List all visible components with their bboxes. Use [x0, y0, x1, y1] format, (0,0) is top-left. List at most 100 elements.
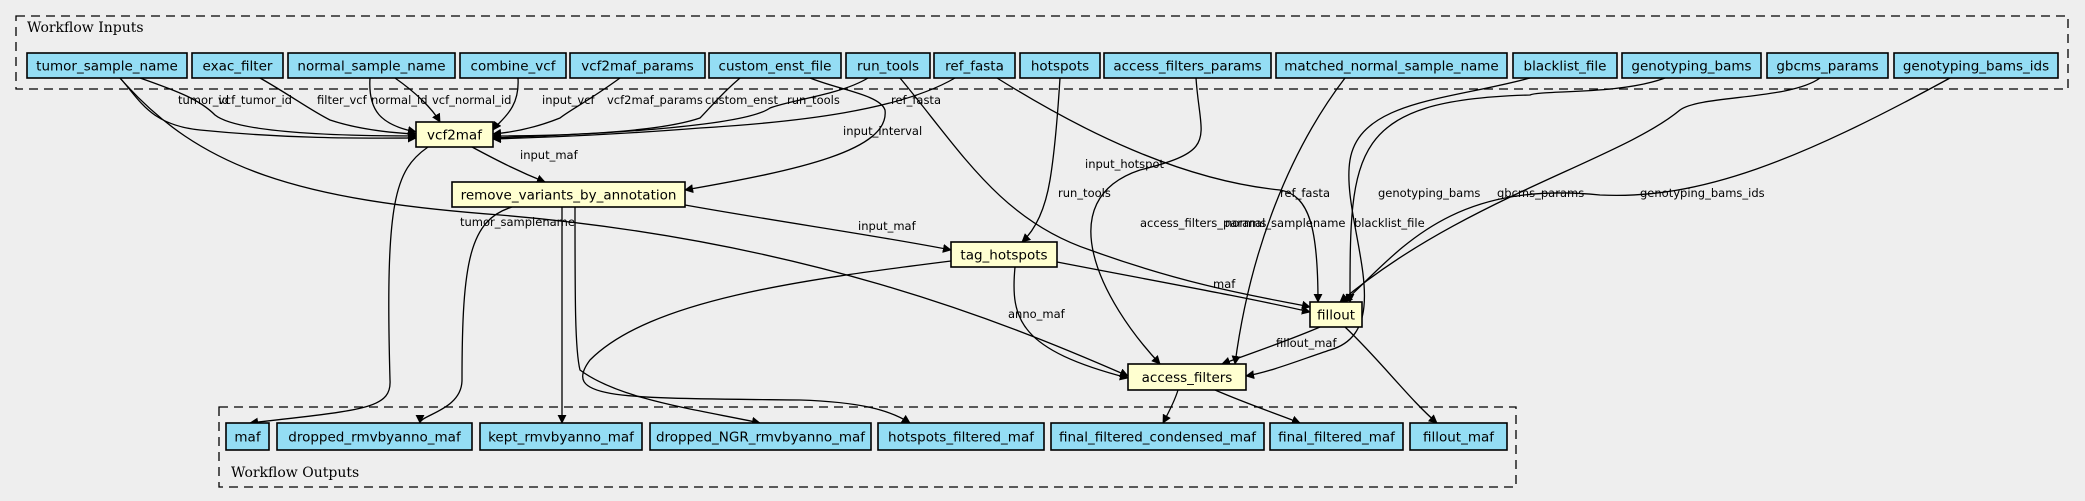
step-node-access-filters[interactable]: access_filters [1127, 363, 1247, 391]
edge-path [684, 77, 886, 194]
input-node-blacklist-file[interactable]: blacklist_file [1512, 52, 1618, 79]
input-node-custom-enst-file[interactable]: custom_enst_file [708, 52, 842, 79]
step-node-box[interactable] [451, 181, 686, 208]
edge-remove_variants_by_annotation-to-tag_hotspots: input_maf [684, 204, 952, 253]
edge-genotyping_bams-to-fillout: genotyping_bams [1345, 77, 1666, 303]
output-node-maf[interactable]: maf [225, 422, 270, 451]
edge-label: normal_samplename [1225, 216, 1345, 230]
edge-path [996, 77, 1323, 303]
output-node-box[interactable] [877, 422, 1045, 451]
output-node-box[interactable] [276, 422, 473, 451]
input-node-box[interactable] [1019, 52, 1101, 79]
step-node-box[interactable] [1309, 301, 1363, 328]
input-node-box[interactable] [287, 52, 456, 79]
edge-path [1090, 77, 1202, 365]
input-node-label: combine_vcf [471, 59, 557, 75]
edge-access_filters_params-to-access_filters: access_filters_params [1090, 77, 1266, 365]
input-node-genotyping-bams-ids[interactable]: genotyping_bams_ids [1893, 52, 2059, 79]
output-node-box[interactable] [1269, 422, 1404, 451]
input-node-ref-fasta[interactable]: ref_fasta [933, 52, 1016, 79]
step-node-vcf2maf[interactable]: vcf2maf [415, 121, 494, 148]
input-node-normal-sample-name[interactable]: normal_sample_name [287, 52, 456, 79]
input-node-hotspots[interactable]: hotspots [1019, 52, 1101, 79]
edge-genotyping_bams_ids-to-fillout: genotyping_bams_ids [1343, 77, 1951, 303]
input-node-gbcms-params[interactable]: gbcms_params [1766, 52, 1889, 79]
step-node-remove-variants-by-annotation[interactable]: remove_variants_by_annotation [451, 181, 686, 208]
edge-label: tumor_id [178, 93, 229, 107]
input-node-label: access_filters_params [1113, 59, 1261, 75]
edge-path [119, 77, 417, 143]
edge-path [1344, 326, 1438, 424]
step-node-box[interactable] [415, 121, 494, 148]
edge-remove_variants_by_annotation-to-dropped_NGR_rmvbyanno_maf [574, 206, 761, 426]
edge-label: vcf2maf_params [607, 93, 703, 107]
edge-path [471, 146, 546, 184]
input-node-box[interactable] [1103, 52, 1272, 79]
input-node-genotyping-bams[interactable]: genotyping_bams [1621, 52, 1762, 79]
input-node-box[interactable] [1766, 52, 1889, 79]
input-node-label: blacklist_file [1524, 59, 1607, 75]
input-node-box[interactable] [459, 52, 567, 79]
output-node-box[interactable] [479, 422, 643, 451]
edge-label: ref_fasta [1280, 186, 1330, 200]
step-node-box[interactable] [1127, 363, 1247, 391]
output-node-hotspots-filtered-maf[interactable]: hotspots_filtered_maf [877, 422, 1045, 451]
input-node-run-tools[interactable]: run_tools [845, 52, 931, 79]
input-node-box[interactable] [933, 52, 1016, 79]
output-node-dropped-rmvbyanno-maf[interactable]: dropped_rmvbyanno_maf [276, 422, 473, 451]
input-node-exac-filter[interactable]: exac_filter [191, 52, 284, 79]
output-node-final-filtered-maf[interactable]: final_filtered_maf [1269, 422, 1404, 451]
input-node-box[interactable] [1512, 52, 1618, 79]
input-node-box[interactable] [1893, 52, 2059, 79]
edge-label: custom_enst [705, 93, 778, 107]
output-node-box[interactable] [225, 422, 270, 451]
edge-path [1162, 389, 1179, 424]
step-node-label: remove_variants_by_annotation [461, 188, 677, 204]
edge-label: input_maf [520, 148, 579, 162]
input-node-box[interactable] [1621, 52, 1762, 79]
input-node-matched-normal-sample-name[interactable]: matched_normal_sample_name [1275, 52, 1508, 79]
output-node-box[interactable] [1409, 422, 1508, 451]
input-node-label: custom_enst_file [719, 59, 832, 75]
input-node-box[interactable] [26, 52, 188, 79]
step-node-box[interactable] [950, 241, 1058, 268]
output-node-kept-rmvbyanno-maf[interactable]: kept_rmvbyanno_maf [479, 422, 643, 451]
input-node-tumor-sample-name[interactable]: tumor_sample_name [26, 52, 188, 79]
step-node-tag-hotspots[interactable]: tag_hotspots [950, 241, 1058, 268]
edge-path [1343, 77, 1951, 303]
edge-normal_sample_name-to-vcf2maf: normal_id [369, 77, 428, 135]
input-node-label: matched_normal_sample_name [1284, 59, 1499, 75]
edge-run_tools-to-vcf2maf: run_tools [492, 77, 869, 143]
input-node-access-filters-params[interactable]: access_filters_params [1103, 52, 1272, 79]
output-node-dropped-NGR-rmvbyanno-maf[interactable]: dropped_NGR_rmvbyanno_maf [649, 422, 872, 451]
step-node-label: tag_hotspots [960, 248, 1047, 264]
edge-path [369, 77, 417, 135]
edge-label: input_hotspot [1085, 157, 1164, 171]
output-node-box[interactable] [649, 422, 872, 451]
input-node-box[interactable] [191, 52, 284, 79]
output-node-box[interactable] [1050, 422, 1265, 451]
input-node-label: genotyping_bams [1631, 59, 1751, 75]
edge-label: ref_fasta [891, 93, 941, 107]
edge-ref_fasta-to-fillout: ref_fasta [996, 77, 1330, 303]
edge-path [139, 77, 417, 141]
output-node-final-filtered-condensed-maf[interactable]: final_filtered_condensed_maf [1050, 422, 1265, 451]
input-node-box[interactable] [569, 52, 706, 79]
edge-label: input_interval [843, 124, 922, 138]
step-node-fillout[interactable]: fillout [1309, 301, 1363, 328]
input-node-label: vcf2maf_params [581, 59, 694, 75]
output-node-label: kept_rmvbyanno_maf [488, 430, 635, 446]
edge-path [1013, 266, 1129, 381]
edge-path [1345, 77, 1666, 303]
input-node-box[interactable] [708, 52, 842, 79]
input-node-combine-vcf[interactable]: combine_vcf [459, 52, 567, 79]
edge-fillout-to-fillout_maf [1344, 326, 1438, 424]
input-node-label: genotyping_bams_ids [1903, 59, 2049, 75]
input-node-vcf2maf-params[interactable]: vcf2maf_params [569, 52, 706, 79]
input-node-box[interactable] [1275, 52, 1508, 79]
output-node-fillout-maf[interactable]: fillout_maf [1409, 422, 1508, 451]
edge-normal_sample_name-to-vcf2maf: vcf_normal_id [394, 77, 511, 123]
input-node-box[interactable] [845, 52, 931, 79]
edge-label: normal_id [371, 93, 428, 107]
